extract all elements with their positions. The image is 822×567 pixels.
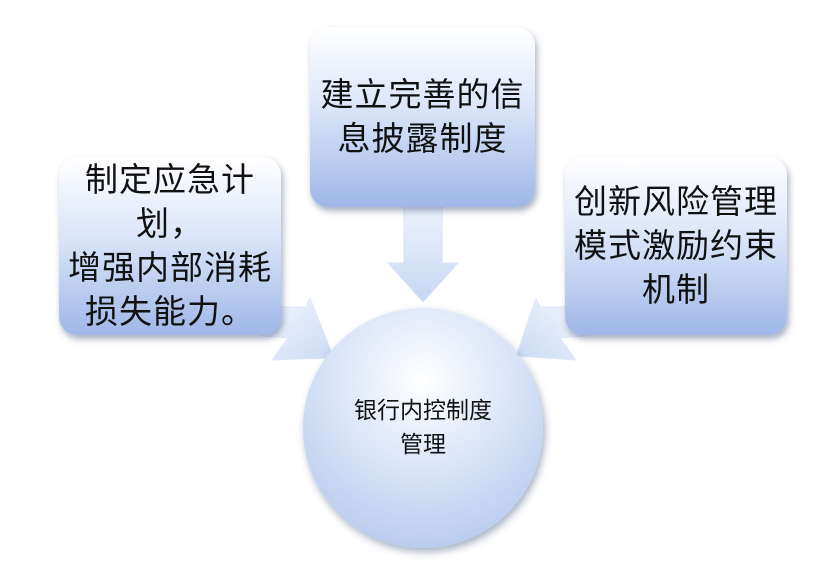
node-center-internal-control: 银行内控制度 管理	[303, 308, 543, 548]
node-right-label: 创新风险管理 模式激励约束 机制	[574, 182, 778, 309]
node-left-label: 制定应急计划， 增强内部消耗 损失能力。	[68, 160, 272, 331]
arrow-top-to-center	[386, 205, 460, 303]
node-top-label: 建立完善的信 息披露制度	[320, 75, 525, 158]
node-left-contingency: 制定应急计划， 增强内部消耗 损失能力。	[59, 157, 281, 335]
node-top-disclosure: 建立完善的信 息披露制度	[310, 27, 535, 207]
node-center-label: 银行内控制度 管理	[354, 398, 492, 458]
node-right-risk-management: 创新风险管理 模式激励约束 机制	[565, 157, 787, 335]
